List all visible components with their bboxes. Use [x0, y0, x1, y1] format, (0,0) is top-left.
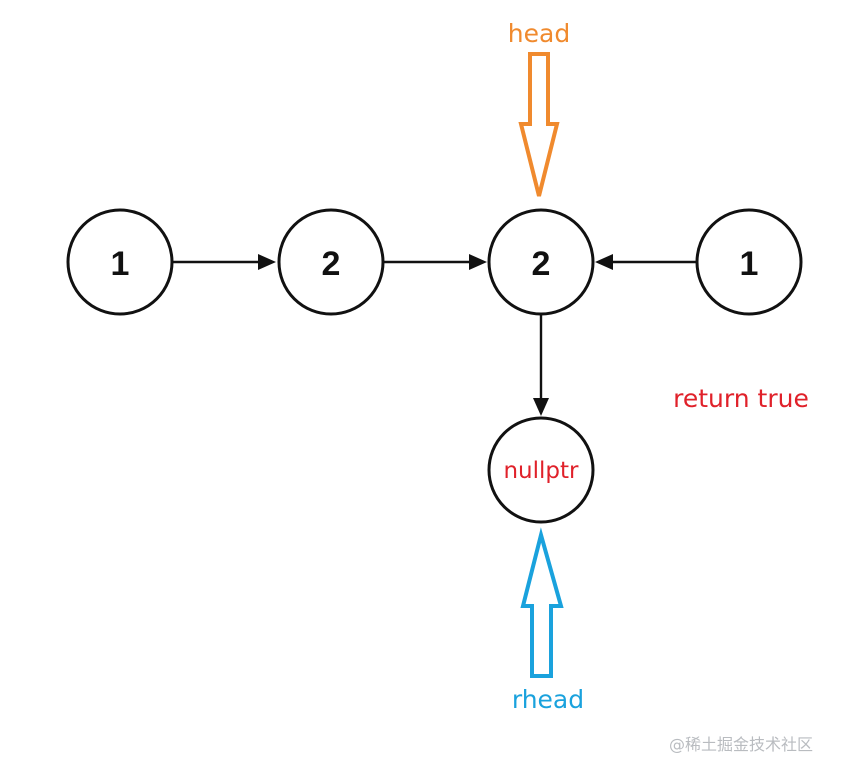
head-arrow-icon [518, 52, 560, 197]
node-value: 1 [111, 245, 130, 283]
edge-node3-to-nullptr [533, 314, 549, 416]
node-value: 1 [740, 245, 759, 283]
head-label: head [508, 19, 570, 48]
watermark: @稀土掘金技术社区 [669, 735, 814, 754]
list-node: 1 [695, 208, 803, 316]
rhead-label: rhead [512, 685, 584, 714]
list-node: 1 [66, 208, 174, 316]
nullptr-node: nullptr [487, 416, 595, 524]
return-true-label: return true [673, 384, 809, 413]
node-value: 2 [532, 245, 551, 283]
nullptr-label: nullptr [503, 458, 579, 484]
list-node: 2 [487, 208, 595, 316]
rhead-arrow-icon [520, 527, 564, 678]
node-value: 2 [322, 245, 341, 283]
edge-node1-to-node2 [173, 254, 276, 270]
list-node: 2 [277, 208, 385, 316]
edge-node4-to-node3 [595, 254, 697, 270]
edge-node2-to-node3 [384, 254, 487, 270]
